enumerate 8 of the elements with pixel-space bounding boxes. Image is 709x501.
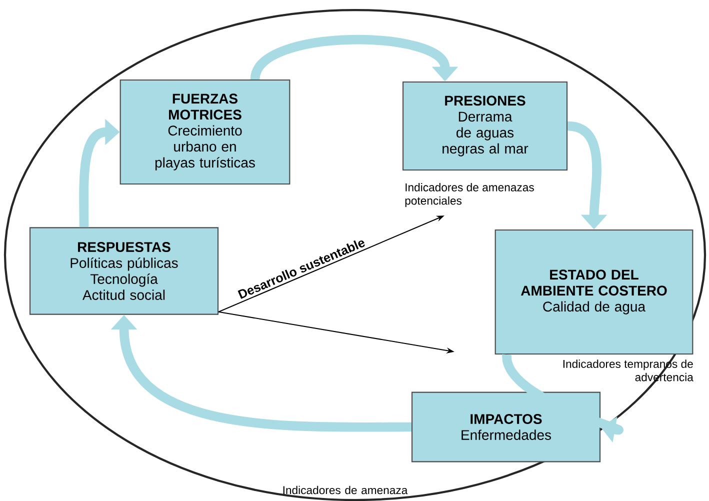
- process-box: RESPUESTAS Políticas públicas Tecnología Actitud social: [29, 227, 219, 315]
- process-box: ESTADO DEL AMBIENTE COSTERO Calidad de agua: [494, 229, 694, 355]
- curved-arrow: [502, 354, 621, 442]
- process-box: FUERZAS MOTRICES Crecimiento urbano en playas turísticas: [120, 79, 290, 185]
- process-box: IMPACTOS Enfermedades: [411, 392, 601, 462]
- indicator-note: Indicadores de amenazas potenciales: [405, 183, 534, 207]
- process-box: PRESIONES Derrama de aguas negras al mar: [402, 81, 568, 171]
- indicator-note: Indicadores de amenaza: [283, 486, 408, 494]
